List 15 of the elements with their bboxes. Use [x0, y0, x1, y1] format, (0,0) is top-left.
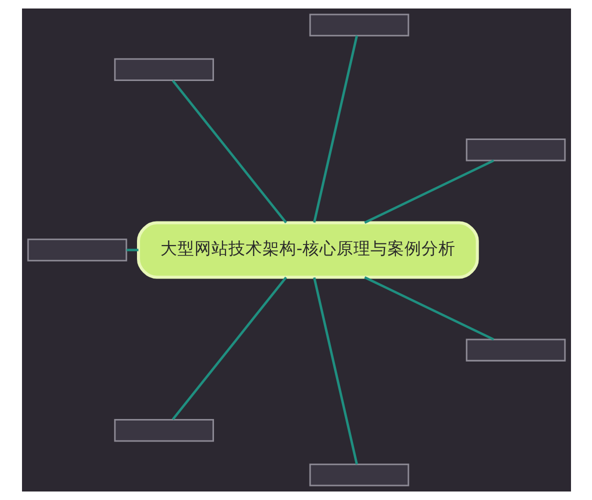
connector: [364, 159, 494, 224]
connector: [312, 35, 358, 223]
node-box: [114, 419, 214, 442]
node-box: [465, 138, 566, 162]
node-box: [308, 14, 409, 36]
node-box: [308, 464, 409, 486]
node-box: [26, 238, 127, 262]
connector: [171, 80, 287, 224]
node-box: [465, 338, 566, 362]
node-box: 大型网站技术架构-核心原理与案例分析: [136, 221, 478, 279]
connector: [171, 276, 287, 420]
connector: [312, 277, 358, 465]
connector: [126, 248, 138, 252]
connector: [364, 276, 494, 341]
node-box: [114, 58, 214, 81]
